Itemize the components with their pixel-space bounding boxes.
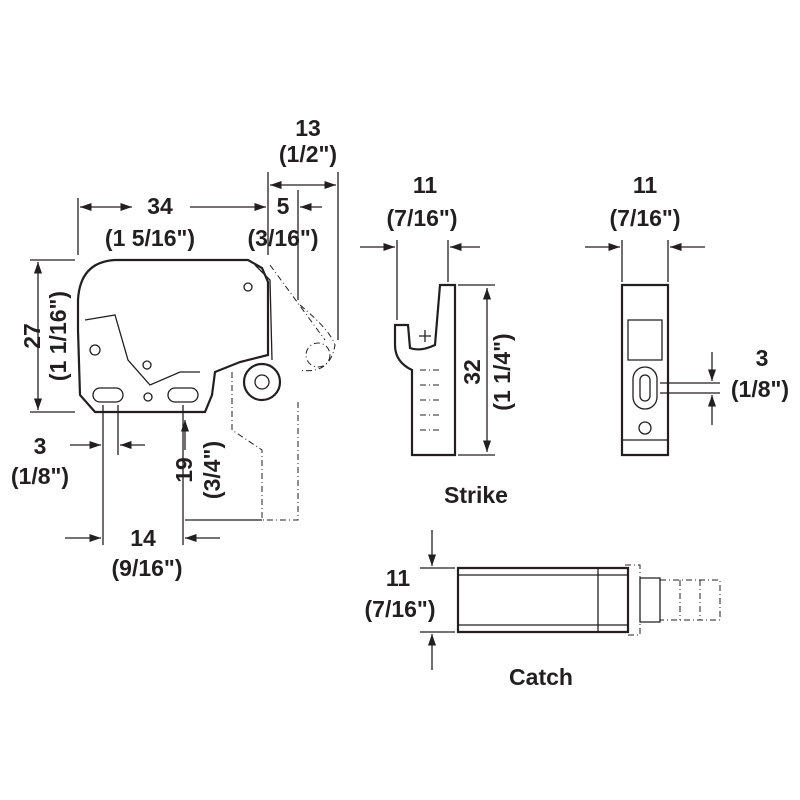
height-in: (1 1/16") [45, 291, 71, 381]
front-width-mm: 11 [633, 172, 658, 198]
hole-height-mm: 19 [171, 457, 197, 483]
offset-in: (3/16") [248, 225, 319, 251]
catch-top-view [420, 530, 721, 670]
hole-spacing-mm: 14 [130, 525, 156, 551]
depth-in: (1/2") [279, 141, 337, 167]
front-width-in: (7/16") [610, 205, 681, 231]
front-slot-mm: 3 [756, 345, 769, 371]
depth-mm: 13 [295, 115, 321, 141]
strike-front-view [585, 240, 720, 457]
catch-side-view [76, 258, 336, 521]
hole-height-in: (3/4") [199, 441, 225, 499]
slot-in: (1/8") [11, 463, 69, 489]
height-mm: 27 [19, 323, 45, 349]
offset-mm: 5 [277, 193, 290, 219]
dimension-lines [30, 172, 339, 545]
hole-spacing-in: (9/16") [112, 555, 183, 581]
catch-width-in: (7/16") [365, 596, 436, 622]
catch-label: Catch [509, 664, 573, 690]
strike-height-mm: 32 [459, 359, 485, 385]
strike-width-in: (7/16") [387, 205, 458, 231]
catch-width-mm: 11 [386, 565, 411, 591]
strike-label: Strike [444, 482, 508, 508]
strike-height-in: (1 1/4") [489, 333, 515, 410]
slot-mm: 3 [34, 433, 47, 459]
strike-width-mm: 11 [413, 172, 438, 198]
strike-side-view [360, 240, 495, 457]
front-slot-in: (1/8") [731, 376, 789, 402]
width-mm: 34 [147, 193, 173, 219]
width-in: (1 5/16") [105, 225, 195, 251]
